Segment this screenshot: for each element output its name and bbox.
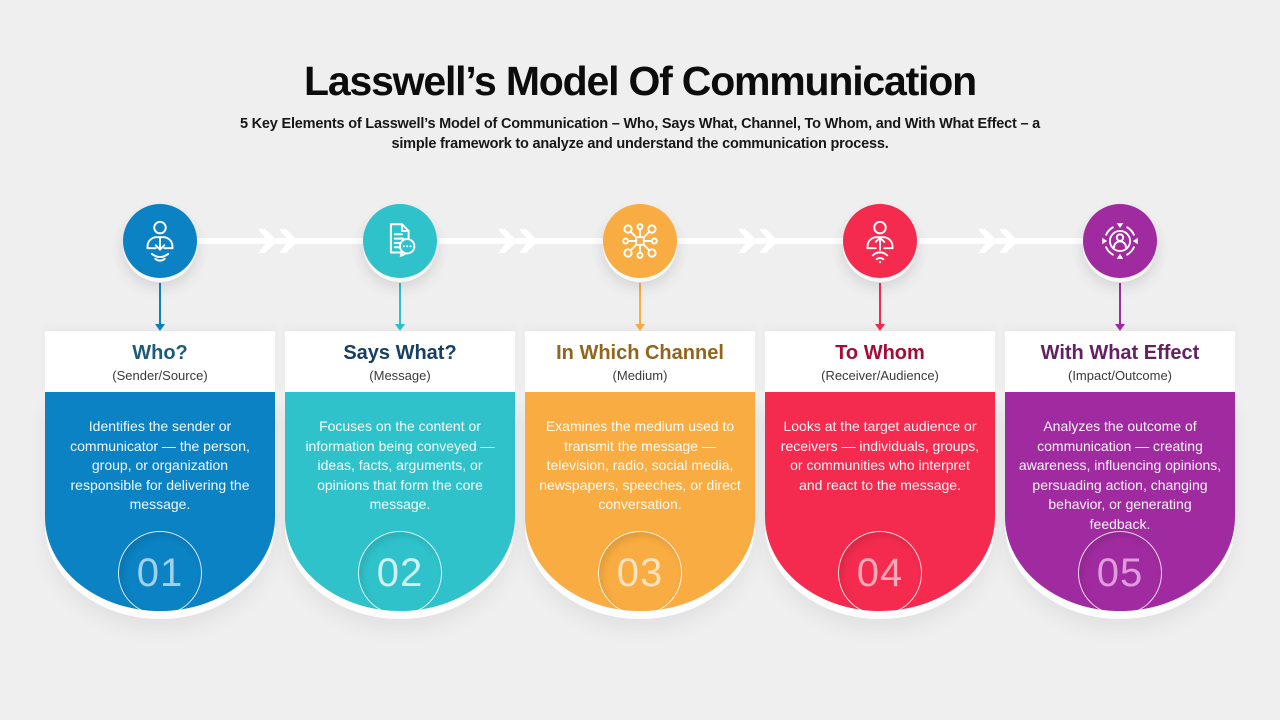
card-header: Who? (Sender/Source) [45, 331, 275, 392]
header: Lasswell’s Model Of Communication 5 Key … [0, 58, 1280, 155]
step-number-badge: 02 [358, 531, 442, 615]
card-channel: In Which Channel (Medium) Examines the m… [525, 331, 755, 615]
connector-arrowhead [635, 324, 645, 331]
step-number: 04 [856, 550, 904, 595]
card-subtitle: (Impact/Outcome) [1067, 368, 1173, 383]
card-body: Focuses on the content or information be… [285, 392, 515, 615]
card-description: Looks at the target audience or receiver… [780, 418, 980, 493]
card-title: In Which Channel [556, 342, 724, 364]
connector-arrowhead [1115, 324, 1125, 331]
step-number: 05 [1096, 550, 1144, 595]
connector-line [399, 283, 401, 324]
card-who: Who? (Sender/Source) Identifies the send… [45, 331, 275, 615]
card-description: Focuses on the content or information be… [305, 418, 495, 513]
card-header: In Which Channel (Medium) [525, 331, 755, 392]
connector-line [879, 283, 881, 324]
card-effect: With What Effect (Impact/Outcome) Analyz… [1005, 331, 1235, 615]
flow-arrow-4 [978, 229, 1022, 253]
card-body: Looks at the target audience or receiver… [765, 392, 995, 615]
column-who: Who? (Sender/Source) Identifies the send… [45, 204, 275, 615]
flow-arrow-3 [738, 229, 782, 253]
connector-line [159, 283, 161, 324]
connector-arrowhead [155, 324, 165, 331]
effect-feedback-loop-icon [1083, 204, 1157, 278]
card-subtitle: (Sender/Source) [112, 368, 208, 383]
card-header: With What Effect (Impact/Outcome) [1005, 331, 1235, 392]
card-subtitle: (Medium) [612, 368, 668, 383]
connector-line [1119, 283, 1121, 324]
column-effect: With What Effect (Impact/Outcome) Analyz… [1005, 204, 1235, 615]
card-description: Examines the medium used to transmit the… [539, 418, 741, 513]
column-channel: In Which Channel (Medium) Examines the m… [525, 204, 755, 615]
card-body: Analyzes the outcome of communication — … [1005, 392, 1235, 615]
connector-arrowhead [395, 324, 405, 331]
step-number-badge: 05 [1078, 531, 1162, 615]
connector-line [639, 283, 641, 324]
card-description: Analyzes the outcome of communication — … [1018, 418, 1222, 532]
card-header: Says What? (Message) [285, 331, 515, 392]
card-says-what: Says What? (Message) Focuses on the cont… [285, 331, 515, 615]
card-title: To Whom [835, 342, 925, 364]
sender-broadcast-icon [123, 204, 197, 278]
column-says-what: Says What? (Message) Focuses on the cont… [285, 204, 515, 615]
step-number-badge: 04 [838, 531, 922, 615]
step-number: 03 [616, 550, 664, 595]
card-title: Who? [132, 342, 188, 364]
card-description: Identifies the sender or communicator — … [70, 418, 250, 513]
connector-arrowhead [875, 324, 885, 331]
card-to-whom: To Whom (Receiver/Audience) Looks at the… [765, 331, 995, 615]
step-number: 01 [136, 550, 184, 595]
card-subtitle: (Message) [369, 368, 431, 383]
page-subtitle: 5 Key Elements of Lasswell’s Model of Co… [239, 116, 1041, 153]
card-title: Says What? [343, 342, 457, 364]
card-body: Examines the medium used to transmit the… [525, 392, 755, 615]
step-number-badge: 03 [598, 531, 682, 615]
column-to-whom: To Whom (Receiver/Audience) Looks at the… [765, 204, 995, 615]
card-subtitle: (Receiver/Audience) [821, 368, 939, 383]
channel-network-icon [603, 204, 677, 278]
step-number: 02 [376, 550, 424, 595]
receiver-broadcast-icon [843, 204, 917, 278]
card-body: Identifies the sender or communicator — … [45, 392, 275, 615]
card-header: To Whom (Receiver/Audience) [765, 331, 995, 392]
page-title: Lasswell’s Model Of Communication [304, 58, 977, 104]
flow-arrow-2 [498, 229, 542, 253]
step-number-badge: 01 [118, 531, 202, 615]
flow-arrow-1 [258, 229, 302, 253]
message-document-chat-icon [363, 204, 437, 278]
card-title: With What Effect [1040, 342, 1200, 364]
